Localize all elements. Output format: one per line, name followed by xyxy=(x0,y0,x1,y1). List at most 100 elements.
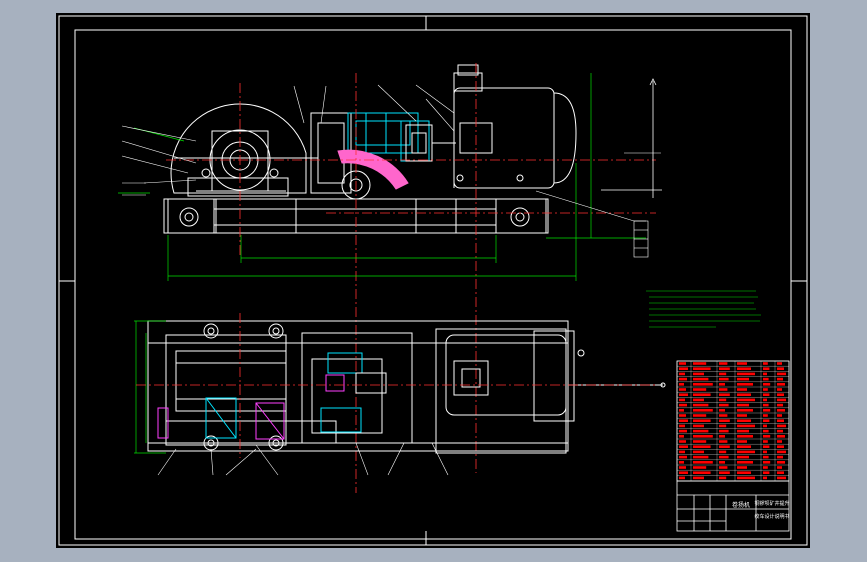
parts-cell xyxy=(679,440,686,443)
parts-cell xyxy=(737,466,747,469)
parts-cell xyxy=(679,367,688,370)
parts-cell xyxy=(693,398,704,402)
parts-cell xyxy=(763,419,770,422)
parts-cell xyxy=(763,362,768,365)
parts-cell xyxy=(679,372,685,376)
parts-cell xyxy=(679,461,684,464)
parts-cell xyxy=(777,424,786,428)
parts-cell xyxy=(777,393,784,396)
parts-cell xyxy=(693,372,704,376)
parts-cell xyxy=(693,461,713,464)
parts-cell xyxy=(679,362,686,365)
parts-cell xyxy=(693,424,704,428)
parts-cell xyxy=(777,445,784,448)
parts-cell xyxy=(763,429,769,433)
parts-cell xyxy=(763,367,770,370)
parts-cell xyxy=(719,476,727,480)
leader-lines-top xyxy=(121,84,661,222)
parts-cell xyxy=(763,424,767,428)
parts-cell xyxy=(763,435,771,438)
parts-cell xyxy=(693,388,707,391)
parts-cell xyxy=(719,393,730,396)
parts-cell xyxy=(737,424,755,428)
parts-cell xyxy=(763,414,768,417)
parts-cell xyxy=(679,435,684,438)
parts-cell xyxy=(737,419,751,422)
parts-cell xyxy=(777,362,782,365)
parts-cell xyxy=(719,471,730,474)
parts-cell xyxy=(737,372,755,376)
parts-cell xyxy=(693,440,707,443)
cad-viewport[interactable]: 卷扬机 铜锣坝矿井提升 绞车设计说明书 xyxy=(56,13,810,548)
parts-cell xyxy=(763,455,769,459)
parts-cell xyxy=(777,419,784,422)
parts-cell xyxy=(763,372,767,376)
dimension-lines-plan xyxy=(134,320,166,454)
parts-cell xyxy=(777,377,783,381)
parts-cell xyxy=(719,450,727,454)
parts-cell xyxy=(777,398,786,402)
centerlines-plan xyxy=(136,313,656,458)
parts-cell xyxy=(763,461,771,464)
plan-frame xyxy=(147,320,569,454)
title-name-cell: 卷扬机 xyxy=(732,501,750,509)
parts-cell xyxy=(679,388,686,391)
parts-cell xyxy=(763,393,770,396)
parts-cell xyxy=(693,403,709,407)
parts-cell xyxy=(679,409,684,412)
parts-cell xyxy=(693,393,711,396)
motor-icon xyxy=(453,64,577,189)
parts-cell xyxy=(693,445,711,448)
parts-cell xyxy=(693,383,713,386)
parts-cell xyxy=(693,367,711,370)
parts-cell xyxy=(737,450,755,454)
parts-cell xyxy=(719,388,728,391)
parts-cell xyxy=(763,445,770,448)
parts-cell xyxy=(719,409,725,412)
parts-cell xyxy=(737,398,755,402)
parts-cell xyxy=(693,450,704,454)
parts-cell xyxy=(737,383,753,386)
gear-sector xyxy=(337,149,409,190)
parts-cell xyxy=(763,383,771,386)
parts-cell xyxy=(719,377,729,381)
parts-cell xyxy=(763,377,769,381)
title-block xyxy=(676,480,790,532)
parts-cell xyxy=(737,388,747,391)
parts-cell xyxy=(679,471,688,474)
technical-notes xyxy=(646,290,761,328)
base-frame xyxy=(163,198,549,234)
parts-cell xyxy=(693,429,709,433)
parts-cell xyxy=(679,419,688,422)
parts-cell xyxy=(777,429,783,433)
parts-cell xyxy=(693,409,713,412)
parts-cell xyxy=(679,466,686,469)
parts-cell xyxy=(693,377,709,381)
plan-view xyxy=(134,313,666,476)
parts-cell xyxy=(737,445,751,448)
parts-cell xyxy=(737,429,749,433)
parts-cell xyxy=(719,445,730,448)
parts-cell xyxy=(763,450,767,454)
parts-cell xyxy=(693,419,711,422)
parts-cell xyxy=(719,455,729,459)
parts-cell xyxy=(737,362,747,365)
parts-cell xyxy=(763,398,767,402)
parts-cell xyxy=(719,429,729,433)
parts-cell xyxy=(719,424,727,428)
parts-cell xyxy=(679,450,685,454)
centerlines-top xyxy=(166,63,656,493)
parts-cell xyxy=(693,414,707,417)
parts-cell xyxy=(737,409,753,412)
parts-cell xyxy=(679,414,686,417)
parts-cell xyxy=(737,476,755,480)
sheet-border xyxy=(58,15,808,546)
title-doc-cell: 绞车设计说明书 xyxy=(754,513,789,520)
parts-cell xyxy=(719,367,730,370)
parts-cell xyxy=(693,362,707,365)
parts-cell xyxy=(737,377,749,381)
parts-cell xyxy=(763,388,768,391)
parts-cell xyxy=(679,424,685,428)
parts-cell xyxy=(763,476,767,480)
assembly-drawing: 卷扬机 铜锣坝矿井提升 绞车设计说明书 xyxy=(58,15,808,546)
